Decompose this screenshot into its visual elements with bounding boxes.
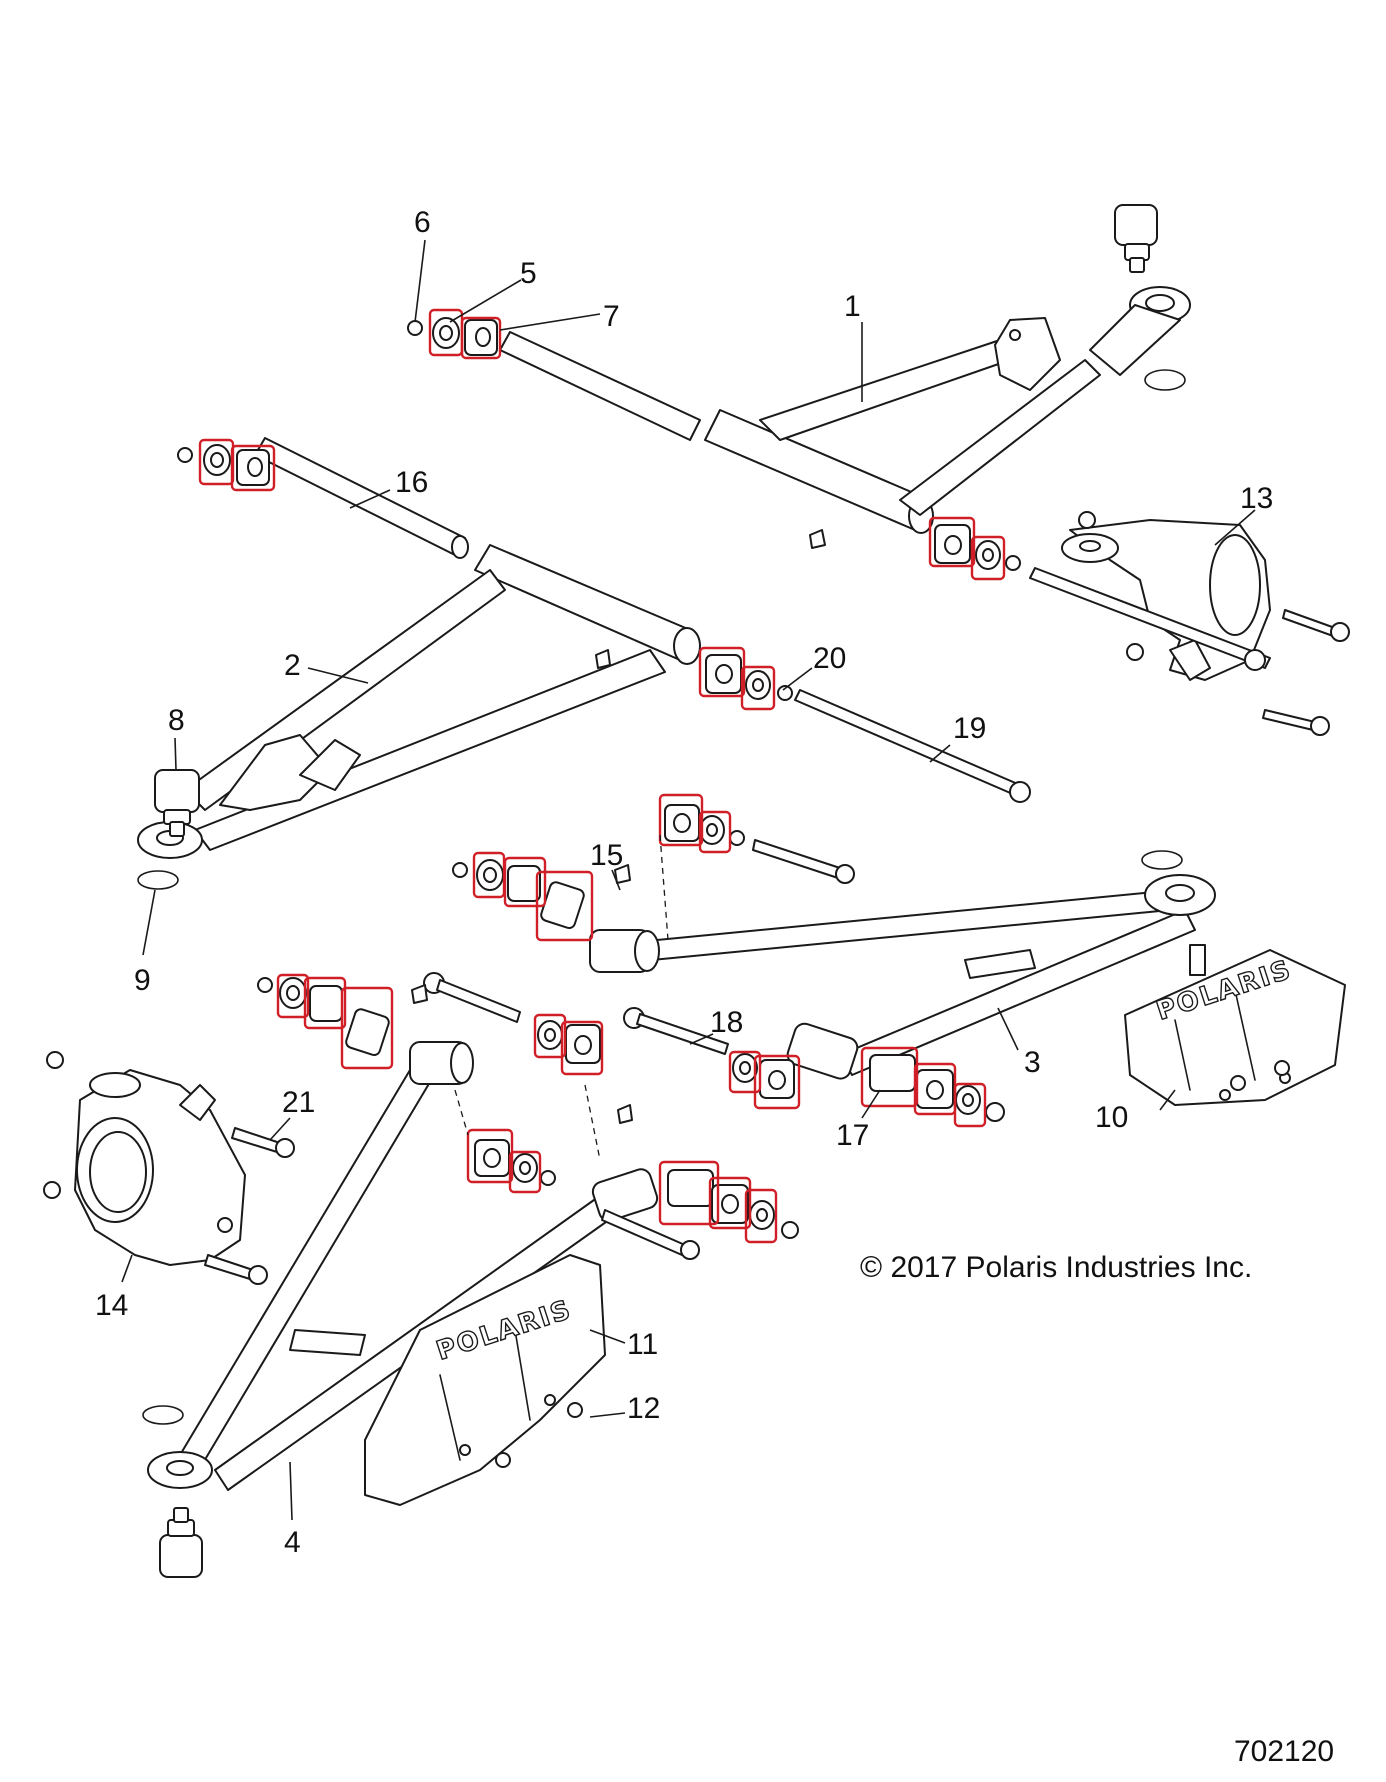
callout-17: 17 (836, 1119, 869, 1152)
upper-arm-3-bushings-17 (860, 1046, 1005, 1128)
callout-14: 14 (95, 1289, 128, 1322)
callout-1: 1 (844, 290, 861, 323)
bolt-18-hardware (623, 1007, 801, 1110)
upper-a-arm-3 (589, 850, 1216, 1080)
callout-20: 20 (813, 642, 846, 675)
callout-19: 19 (953, 712, 986, 745)
callout-18: 18 (710, 1006, 743, 1039)
leader-lines (121, 239, 1256, 1521)
upper-arm-3-front-hardware (452, 851, 631, 942)
callout-13: 13 (1240, 482, 1273, 515)
callout-15: 15 (590, 839, 623, 872)
callout-12: 12 (627, 1392, 660, 1425)
upper-arm-1-rear-hardware (928, 516, 1021, 581)
upper-a-arm-1 (499, 204, 1191, 534)
drawing-number: 702120 (1234, 1735, 1334, 1768)
callout-9: 9 (134, 964, 151, 997)
lower-arm-4-middle-hardware (533, 1013, 604, 1161)
callout-16: 16 (395, 466, 428, 499)
callout-7: 7 (603, 300, 620, 333)
upper-arm-1-front-hardware (407, 308, 502, 360)
callout-6: 6 (414, 206, 431, 239)
lower-arm-4-front-hardware (257, 972, 521, 1070)
lower-arm-2-front-hardware (177, 438, 276, 492)
callout-4: 4 (284, 1526, 301, 1559)
callout-10: 10 (1095, 1101, 1128, 1134)
callout-5: 5 (520, 257, 537, 290)
callout-3: 3 (1024, 1046, 1041, 1079)
lower-arm-4-rear-hardware (658, 1160, 799, 1244)
guard-10: POLARIS (1124, 944, 1346, 1106)
knuckle-13 (1029, 511, 1350, 736)
lower-a-arm-2 (137, 437, 701, 890)
callout-11: 11 (627, 1328, 658, 1361)
upper-arm-3-rear-hardware (658, 793, 855, 941)
callout-2: 2 (284, 649, 301, 682)
callout-21: 21 (282, 1086, 315, 1119)
copyright-text: © 2017 Polaris Industries Inc. (860, 1251, 1252, 1284)
lower-arm-4-inner-hardware (454, 1089, 700, 1260)
guard-11: POLARIS (364, 1254, 606, 1506)
knuckle-14 (43, 1051, 295, 1285)
grease-fitting (809, 529, 826, 549)
callout-8: 8 (168, 704, 185, 737)
lower-arm-2-rear-hardware (698, 646, 1031, 803)
